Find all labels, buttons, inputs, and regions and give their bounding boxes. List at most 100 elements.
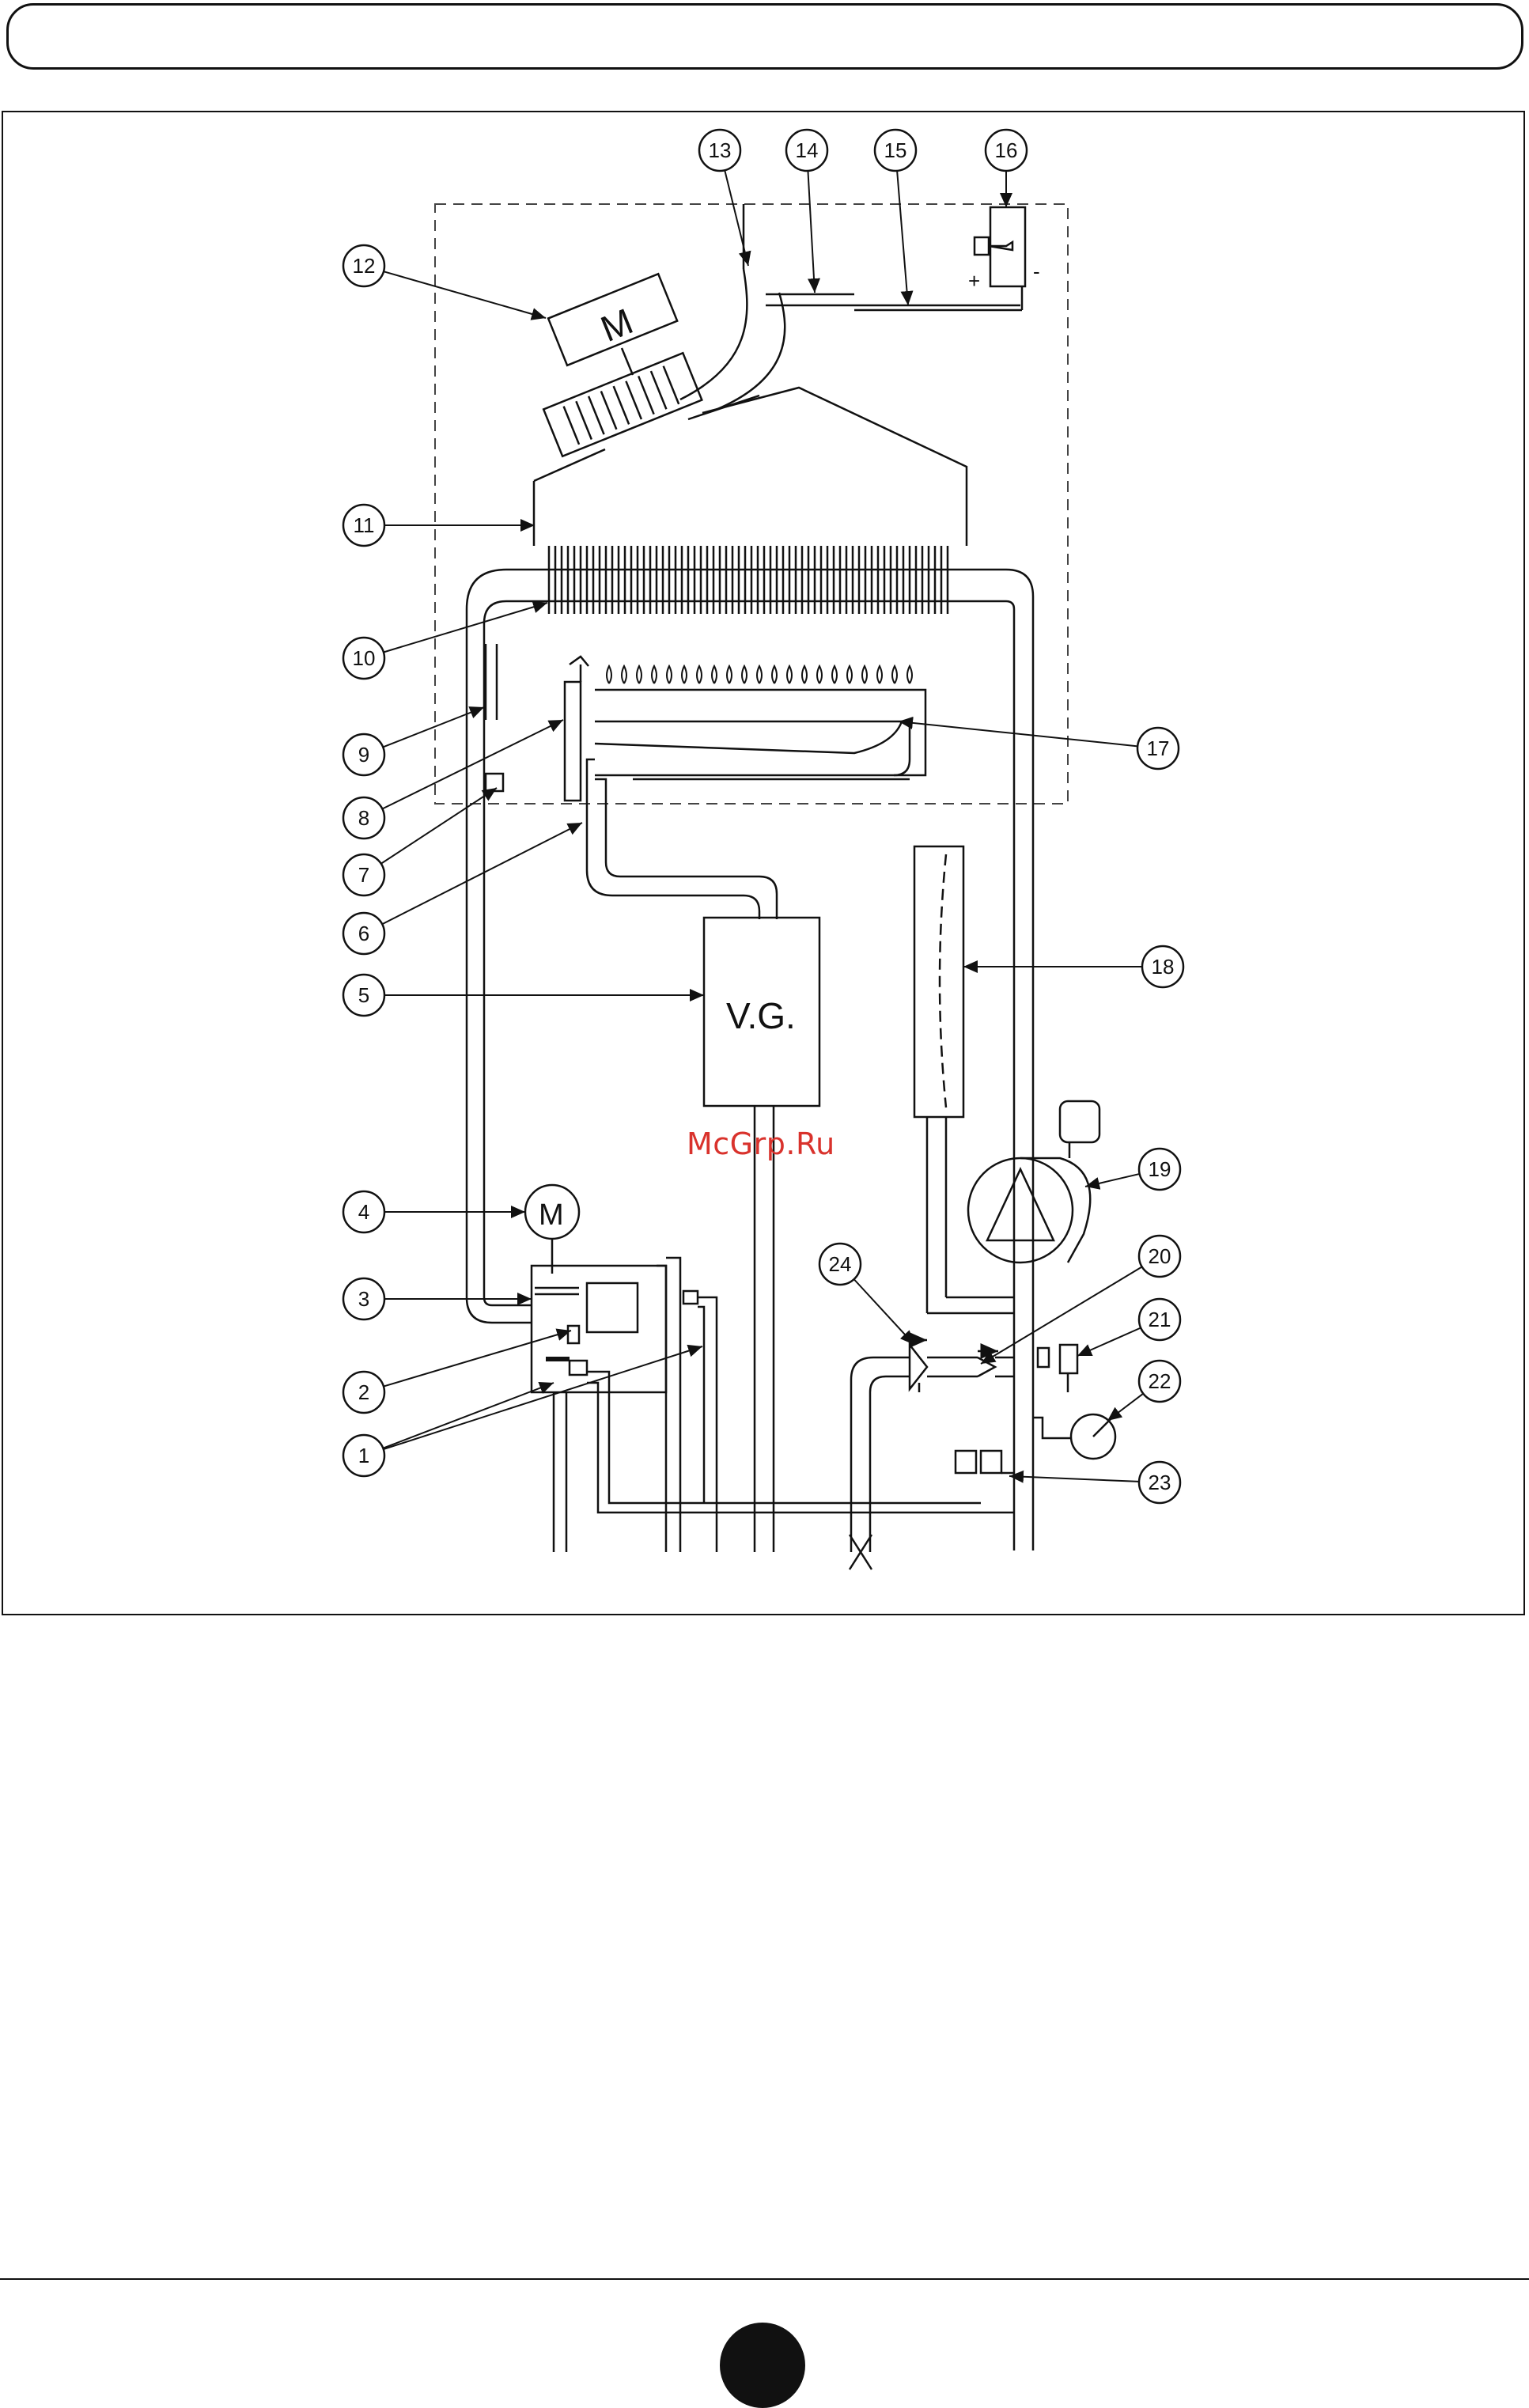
flame xyxy=(682,666,687,683)
fan-assembly xyxy=(534,204,967,546)
callout-number: 16 xyxy=(995,138,1018,162)
callout-number: 1 xyxy=(358,1444,369,1467)
callout-13: 13 xyxy=(699,130,740,171)
gas-valve-label: V.G. xyxy=(726,995,796,1036)
leader-line xyxy=(383,1383,554,1448)
diverter-valve xyxy=(525,1185,1014,1552)
callout-19: 19 xyxy=(1139,1149,1180,1190)
callout-number: 5 xyxy=(358,983,369,1007)
leader-line xyxy=(1077,1328,1141,1356)
callout-23: 23 xyxy=(1139,1462,1180,1503)
callout-number: 21 xyxy=(1149,1308,1171,1331)
flame xyxy=(862,666,867,683)
callout-number: 10 xyxy=(353,646,376,670)
callout-number: 8 xyxy=(358,806,369,830)
callout-number: 24 xyxy=(829,1252,852,1276)
burner-flames xyxy=(607,666,912,683)
callout-number: 14 xyxy=(796,138,819,162)
leader-line xyxy=(384,1346,702,1449)
callout-18: 18 xyxy=(1142,946,1183,987)
callout-3: 3 xyxy=(343,1278,384,1319)
leader-line xyxy=(1085,1174,1140,1187)
callout-number: 17 xyxy=(1147,736,1170,760)
flame xyxy=(652,666,657,683)
flame xyxy=(817,666,822,683)
flame xyxy=(832,666,837,683)
leader-line xyxy=(1107,1394,1143,1421)
callout-number: 11 xyxy=(354,513,375,537)
footer-rule xyxy=(0,2278,1529,2280)
callout-number: 23 xyxy=(1149,1471,1171,1494)
page-number-badge xyxy=(720,2323,805,2408)
leader-line xyxy=(854,1279,914,1345)
dhw-exchanger xyxy=(914,846,1014,1313)
leader-line xyxy=(899,721,1137,746)
callout-8: 8 xyxy=(343,797,384,839)
callout-number: 12 xyxy=(353,254,376,278)
valve-motor-label: M xyxy=(539,1198,564,1232)
callout-7: 7 xyxy=(343,854,384,895)
watermark: McGrp.Ru xyxy=(687,1126,835,1161)
callout-number: 19 xyxy=(1149,1157,1171,1181)
flame xyxy=(907,666,912,683)
leader-line xyxy=(383,707,484,747)
pressure-switch-assembly xyxy=(766,207,1025,310)
electrodes xyxy=(486,644,589,801)
flame xyxy=(607,666,611,683)
leader-line xyxy=(382,720,563,809)
flame xyxy=(892,666,897,683)
primary-circuit xyxy=(467,570,1033,1550)
callout-16: 16 xyxy=(986,130,1027,171)
burner xyxy=(595,690,925,779)
heat-exchanger-fins xyxy=(549,546,948,614)
callout-2: 2 xyxy=(343,1372,384,1413)
callout-number: 18 xyxy=(1152,955,1175,979)
flame xyxy=(877,666,882,683)
callout-11: 11 xyxy=(343,505,384,546)
leader-line xyxy=(981,1266,1142,1364)
flame xyxy=(697,666,702,683)
flame xyxy=(802,666,807,683)
flame xyxy=(847,666,852,683)
callout-number: 2 xyxy=(358,1380,369,1404)
flame xyxy=(772,666,777,683)
callout-number: 9 xyxy=(358,743,369,767)
callout-number: 20 xyxy=(1149,1244,1171,1268)
fill-loop xyxy=(850,1340,1014,1569)
flame xyxy=(742,666,747,683)
leader-line xyxy=(1009,1476,1139,1482)
callout-24: 24 xyxy=(819,1244,861,1285)
callout-number: 4 xyxy=(358,1200,369,1224)
callout-12: 12 xyxy=(343,245,384,286)
flame xyxy=(622,666,626,683)
pressure-minus-sign: - xyxy=(1033,259,1040,283)
callout-9: 9 xyxy=(343,734,384,775)
pressure-plus-sign: + xyxy=(968,269,980,293)
flame xyxy=(727,666,732,683)
leader-line xyxy=(725,170,748,266)
callout-5: 5 xyxy=(343,975,384,1016)
callout-6: 6 xyxy=(343,913,384,954)
flame xyxy=(757,666,762,683)
sealed-chamber-outline xyxy=(435,204,1068,804)
flame xyxy=(667,666,672,683)
callout-20: 20 xyxy=(1139,1236,1180,1277)
leader-line xyxy=(384,1331,571,1387)
callout-17: 17 xyxy=(1137,728,1179,769)
leader-line xyxy=(384,603,547,652)
callout-22: 22 xyxy=(1139,1361,1180,1402)
flame xyxy=(787,666,792,683)
callout-15: 15 xyxy=(875,130,916,171)
flame xyxy=(712,666,717,683)
callout-4: 4 xyxy=(343,1191,384,1232)
callout-number: 7 xyxy=(358,863,369,887)
leader-line xyxy=(381,788,497,864)
fan-motor-label: M xyxy=(595,300,638,350)
flame xyxy=(637,666,641,683)
callout-number: 22 xyxy=(1149,1369,1171,1393)
callout-21: 21 xyxy=(1139,1299,1180,1340)
callout-number: 13 xyxy=(709,138,732,162)
leader-lines xyxy=(381,170,1144,1482)
